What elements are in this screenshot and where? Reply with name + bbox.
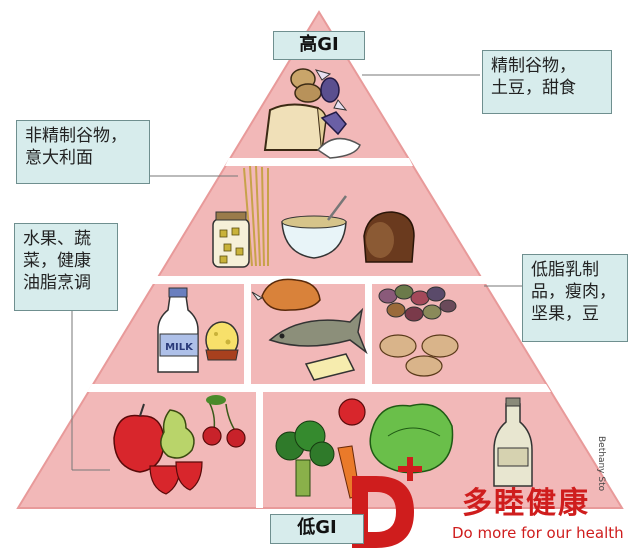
tomato-illustration — [338, 398, 366, 426]
tier-grains — [212, 165, 415, 268]
callout-line: 油脂烹调 — [23, 273, 91, 293]
tier-sweets-potatoes — [263, 68, 361, 159]
callout-line: 水果、蔬 — [23, 229, 91, 249]
broccoli-illustration — [275, 420, 335, 497]
callout-line: 精制谷物， — [491, 56, 576, 76]
milk-label: MILK — [165, 342, 194, 353]
callout-line: 非精制谷物， — [25, 126, 127, 146]
callout-line: 坚果，豆 — [531, 304, 599, 324]
jar-illustration — [212, 218, 250, 268]
callout-line: 意大利面 — [25, 148, 93, 168]
candy-wrap-illustration — [320, 111, 347, 136]
apple-illustration — [113, 414, 165, 473]
brand-slogan-part1: Do mo — [452, 524, 502, 542]
candy-illustration — [320, 77, 340, 103]
spaghetti-illustration — [243, 165, 269, 267]
callout-refined-grains: 精制谷物， 土豆，甜食 — [482, 50, 612, 114]
sugar-pile-illustration — [316, 137, 361, 159]
low-gi-label: 低GI — [270, 514, 364, 544]
callout-dairy-protein: 低脂乳制 品，瘦肉， 坚果，豆 — [522, 254, 628, 342]
callout-line: 菜，健康 — [23, 251, 91, 271]
chicken-illustration — [261, 278, 321, 311]
almonds-illustration — [379, 334, 459, 377]
pear-illustration — [160, 409, 195, 459]
tier-meat-fish — [251, 278, 368, 381]
cherries-illustration — [202, 395, 246, 448]
beans-illustration — [378, 284, 457, 322]
callout-line: 土豆，甜食 — [491, 78, 576, 98]
bread-illustration — [263, 103, 324, 151]
tier-dairy: MILK — [157, 287, 239, 373]
callout-fruits-veg: 水果、蔬 菜，健康 油脂烹调 — [14, 223, 118, 311]
strawberries-illustration — [149, 461, 203, 495]
brand-slogan: Do more for our health — [452, 524, 624, 542]
callout-connectors — [71, 74, 522, 471]
tier-dividers — [87, 158, 551, 508]
fish-illustration — [268, 307, 368, 355]
tofu-illustration — [304, 353, 356, 381]
callout-line: 品，瘦肉， — [531, 282, 616, 302]
callout-unrefined-grains: 非精制谷物， 意大利面 — [16, 120, 150, 184]
artist-credit: Bethany Sto — [596, 436, 606, 492]
tier-fruits — [113, 395, 246, 495]
brand-slogan-part2: re for our health — [501, 524, 624, 542]
tier-vegetables-oil — [275, 397, 533, 499]
high-gi-label: 高GI — [273, 31, 365, 60]
lettuce-illustration — [369, 403, 454, 474]
tier-nuts-beans — [378, 284, 459, 377]
callout-line: 低脂乳制 — [531, 260, 599, 280]
brand-name: 多睦健康 — [462, 486, 590, 521]
brand-logo-icon — [352, 457, 422, 548]
